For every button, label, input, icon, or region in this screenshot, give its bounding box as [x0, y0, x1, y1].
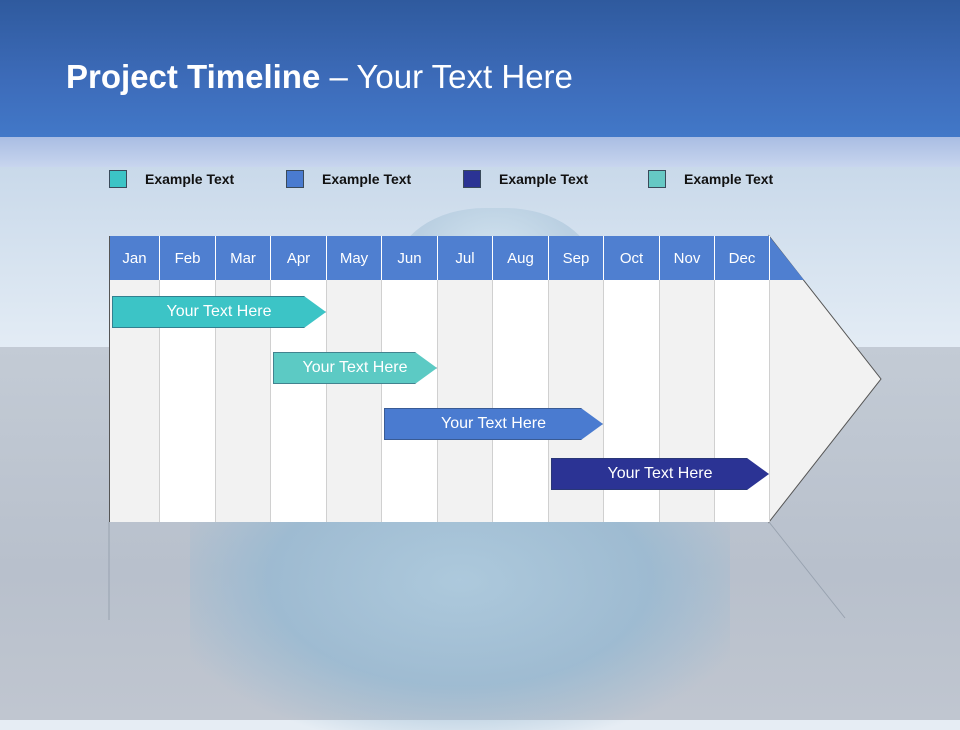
task-bar-1: Your Text Here [112, 296, 326, 328]
month-header-may: May [327, 236, 382, 280]
iceberg-underwater-image [190, 500, 730, 730]
task-bar-4: Your Text Here [551, 458, 769, 490]
task-bar-3: Your Text Here [384, 408, 603, 440]
month-header-jan: Jan [110, 236, 160, 280]
task-bar-label-2: Your Text Here [302, 359, 408, 376]
header-bar [0, 0, 960, 137]
month-header-dec: Dec [715, 236, 770, 280]
header-band [0, 137, 960, 167]
month-column-may [327, 280, 382, 522]
month-column-jun [382, 280, 438, 522]
legend-label-4: Example Text [684, 171, 774, 187]
legend-swatch-4 [648, 170, 666, 188]
task-bar-label-4: Your Text Here [607, 465, 713, 482]
month-header-apr: Apr [271, 236, 327, 280]
month-header-mar: Mar [216, 236, 271, 280]
legend-item-2: Example Text [286, 170, 411, 188]
month-header-aug: Aug [493, 236, 549, 280]
title-bold: Project Timeline [66, 58, 321, 95]
legend-item-1: Example Text [109, 170, 234, 188]
legend-label-2: Example Text [322, 171, 412, 187]
month-column-aug [493, 280, 549, 522]
legend-item-4: Example Text [648, 170, 773, 188]
month-column-jul [438, 280, 493, 522]
month-header-jun: Jun [382, 236, 438, 280]
month-header-jul: Jul [438, 236, 493, 280]
legend-swatch-3 [463, 170, 481, 188]
legend-swatch-2 [286, 170, 304, 188]
legend-swatch-1 [109, 170, 127, 188]
task-bar-label-1: Your Text Here [166, 303, 272, 320]
month-header-feb: Feb [160, 236, 216, 280]
task-bar-label-3: Your Text Here [441, 415, 546, 432]
month-header-nov: Nov [660, 236, 715, 280]
legend-item-3: Example Text [463, 170, 588, 188]
month-header-oct: Oct [604, 236, 660, 280]
page-title: Project Timeline – Your Text Here [66, 58, 573, 96]
title-rest: – Your Text Here [320, 58, 573, 95]
legend: Example Text Example Text Example Text E… [0, 170, 960, 194]
legend-label-1: Example Text [145, 171, 235, 187]
task-bar-2: Your Text Here [273, 352, 437, 384]
month-header-sep: Sep [549, 236, 604, 280]
legend-label-3: Example Text [499, 171, 589, 187]
